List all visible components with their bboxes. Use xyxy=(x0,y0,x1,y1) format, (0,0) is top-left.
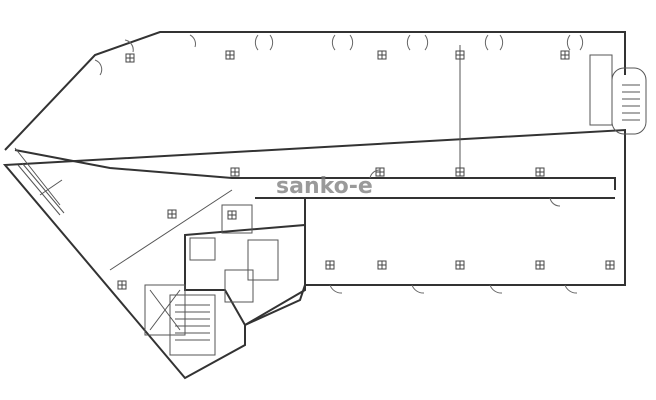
column-cross xyxy=(326,261,334,269)
column-cross xyxy=(378,261,386,269)
column-cross xyxy=(561,51,569,59)
column-cross xyxy=(378,51,386,59)
column-cross xyxy=(226,51,234,59)
corridor-wall-lower xyxy=(255,197,615,285)
watermark: sanko-e xyxy=(276,174,373,199)
column-cross xyxy=(536,261,544,269)
column-cross xyxy=(536,168,544,176)
column-cross xyxy=(118,281,126,289)
column-cross xyxy=(376,168,384,176)
column-cross xyxy=(456,51,464,59)
core xyxy=(144,204,306,356)
corridor-wall xyxy=(14,149,616,190)
column-cross xyxy=(456,168,464,176)
left-wing-inner-wall xyxy=(39,179,233,271)
column-cross xyxy=(168,210,176,218)
right-stair xyxy=(589,54,647,135)
window xyxy=(17,162,65,216)
column-cross xyxy=(231,168,239,176)
column-cross xyxy=(456,261,464,269)
partition-wall xyxy=(14,45,461,206)
column-cross xyxy=(228,211,236,219)
column-cross xyxy=(126,54,134,62)
outer-wall xyxy=(2,31,626,380)
doors xyxy=(94,34,584,294)
column-cross xyxy=(606,261,614,269)
columns xyxy=(117,50,615,290)
